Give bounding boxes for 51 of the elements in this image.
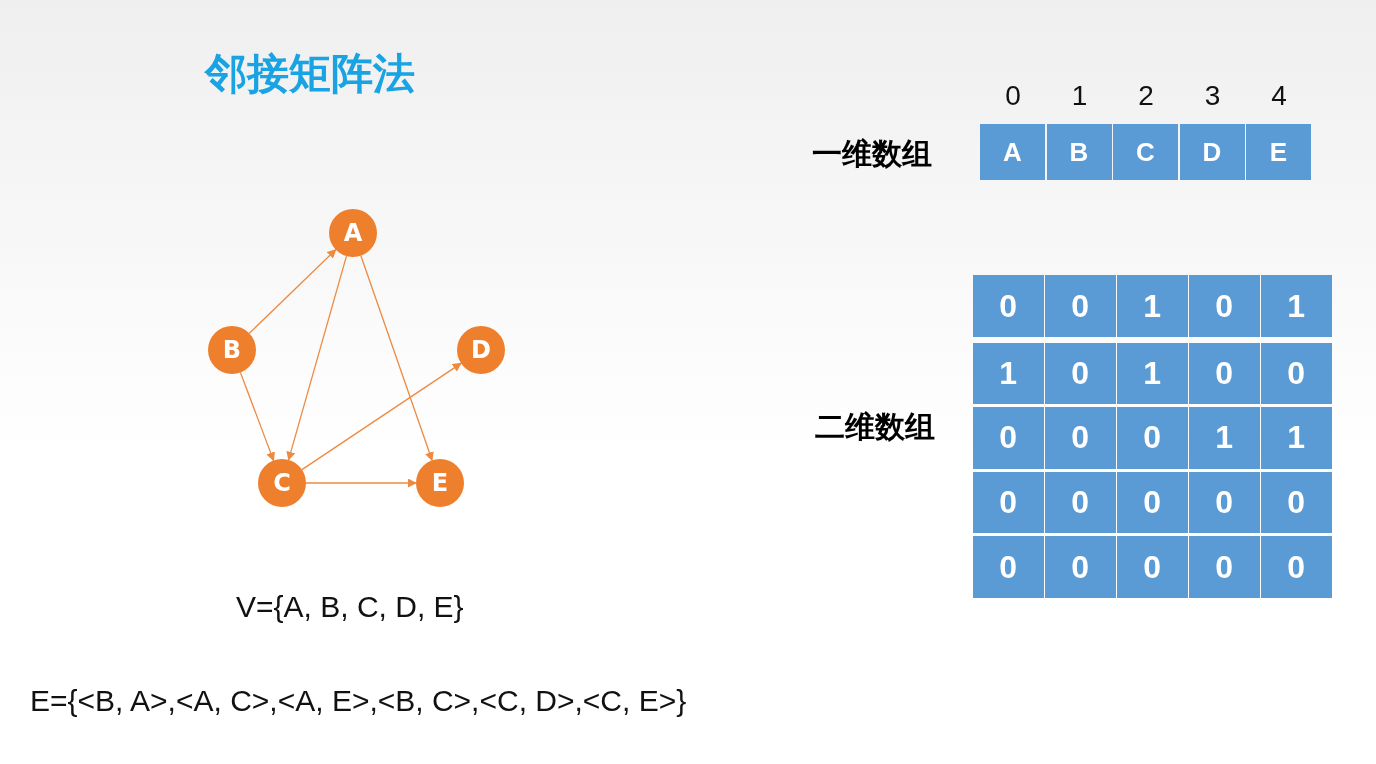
matrix-cell: 1 — [973, 342, 1044, 405]
row-label: 二维数组 — [815, 408, 935, 446]
matrix-cell: 0 — [1045, 275, 1116, 337]
index-number: 2 — [1137, 80, 1155, 112]
matrix-cell: 0 — [1189, 342, 1260, 405]
matrix-cell: 1 — [1189, 407, 1260, 469]
arrow — [248, 249, 337, 334]
matrix-cell: 0 — [1261, 536, 1332, 598]
arrow — [301, 362, 462, 471]
index-number: 3 — [1203, 80, 1222, 112]
arrow — [286, 255, 348, 461]
vertex-circle: E — [416, 459, 464, 507]
array-cell: C — [1113, 124, 1178, 180]
matrix-cell: 0 — [1045, 536, 1116, 598]
edge-set: E={<B, A>,<A, C>,<A, E>,<B, C>,<C, D>,<C, E>} — [30, 684, 687, 718]
arrow — [360, 255, 434, 462]
matrix-cell: 0 — [973, 275, 1044, 337]
arrow — [239, 371, 275, 462]
matrix-cell: 0 — [1117, 407, 1188, 469]
index-number: 1 — [1070, 80, 1089, 112]
index-number: 4 — [1270, 80, 1288, 112]
matrix-cell: 0 — [1045, 407, 1116, 469]
matrix-cell: 0 — [1117, 471, 1188, 534]
vertex-circle: C — [258, 459, 306, 507]
index-number: 0 — [1004, 80, 1022, 112]
vertex-circle: D — [457, 326, 505, 374]
matrix-cell: 0 — [973, 471, 1044, 534]
matrix-cell: 0 — [973, 407, 1044, 469]
arrow — [305, 478, 417, 488]
matrix-cell: 0 — [973, 536, 1044, 598]
matrix-cell: 1 — [1117, 275, 1188, 337]
matrix-cell: 0 — [1045, 342, 1116, 405]
matrix-cell: 1 — [1261, 275, 1332, 337]
array-cell: A — [980, 124, 1045, 180]
matrix-cell: 0 — [1189, 275, 1260, 337]
matrix-cell: 0 — [1045, 471, 1116, 534]
vertex-circle: A — [329, 209, 377, 257]
vertex-circle: B — [208, 326, 256, 374]
title: 邻接矩阵法 — [205, 48, 415, 100]
array-cell: D — [1179, 124, 1245, 180]
row-label: 一维数组 — [812, 135, 932, 173]
matrix-cell: 1 — [1261, 407, 1332, 469]
matrix-cell: 0 — [1261, 471, 1332, 534]
vertex-set: V={A, B, C, D, E} — [236, 590, 464, 624]
array-cell: B — [1046, 124, 1112, 180]
matrix-cell: 0 — [1261, 342, 1332, 405]
matrix-cell: 0 — [1189, 536, 1260, 598]
matrix-cell: 1 — [1117, 342, 1188, 405]
array-cell: E — [1246, 124, 1311, 180]
matrix-cell: 0 — [1189, 471, 1260, 534]
matrix-cell: 0 — [1117, 536, 1188, 598]
